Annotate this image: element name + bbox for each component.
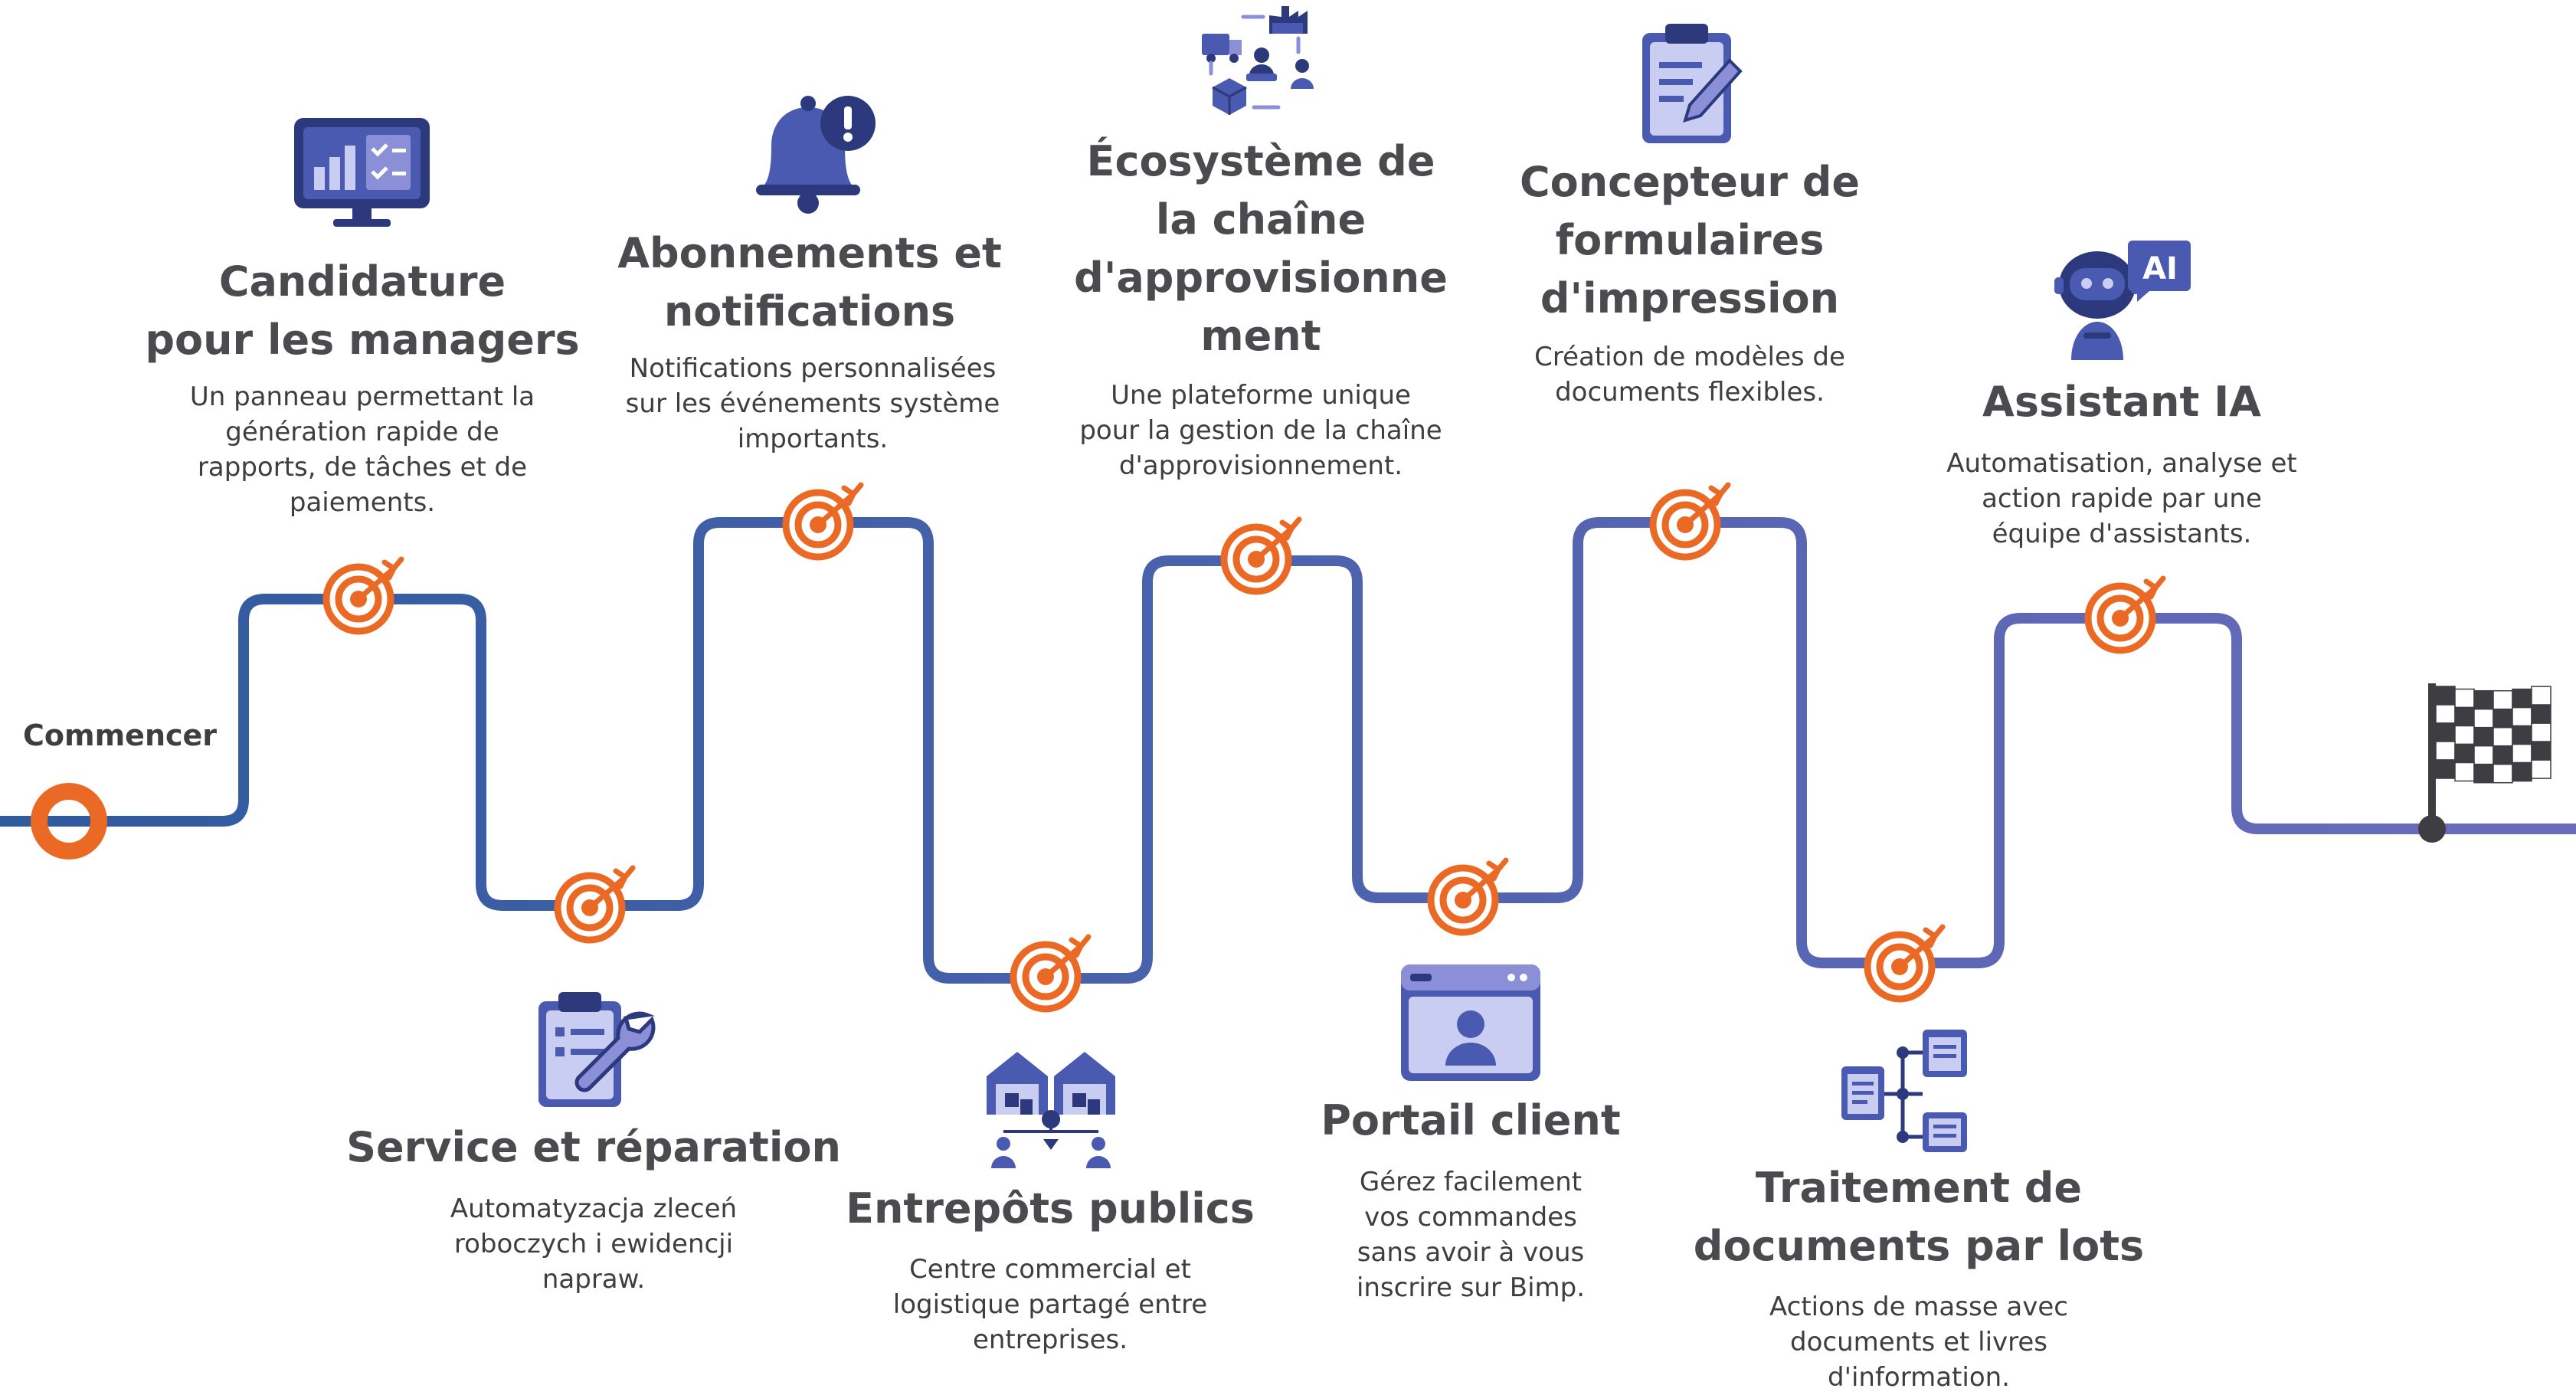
target-icon	[554, 865, 636, 944]
supply-chain-icon	[1202, 6, 1314, 115]
step-title-entrepots: Entrepôts publics	[846, 1184, 1255, 1233]
step-title-portail: Portail client	[1321, 1096, 1621, 1144]
checkered-flag-icon	[2418, 683, 2551, 843]
target-icon	[2084, 575, 2166, 654]
target-icon	[1220, 516, 1302, 595]
ai-badge-text: AI	[2142, 251, 2178, 287]
step-title-assistant: Assistant IA	[1982, 378, 2261, 426]
robot-ai-icon: AI	[2054, 241, 2191, 360]
target-icon	[1864, 924, 1946, 1003]
step-title-service: Service et réparation	[346, 1123, 841, 1171]
target-icon	[1010, 934, 1092, 1013]
bell-alert-icon	[756, 96, 876, 214]
clipboard-wrench-icon	[538, 992, 656, 1107]
target-icon	[322, 556, 404, 635]
target-icon	[782, 482, 864, 561]
clipboard-pen-icon	[1642, 24, 1743, 143]
browser-user-icon	[1401, 964, 1540, 1081]
document-tree-icon	[1841, 1030, 1967, 1152]
start-marker	[31, 783, 107, 860]
target-icon	[1649, 482, 1731, 561]
warehouse-network-icon	[987, 1052, 1115, 1168]
target-icon	[1427, 857, 1509, 936]
monitor-chart-icon	[294, 118, 430, 227]
start-label: Commencer	[23, 719, 218, 752]
